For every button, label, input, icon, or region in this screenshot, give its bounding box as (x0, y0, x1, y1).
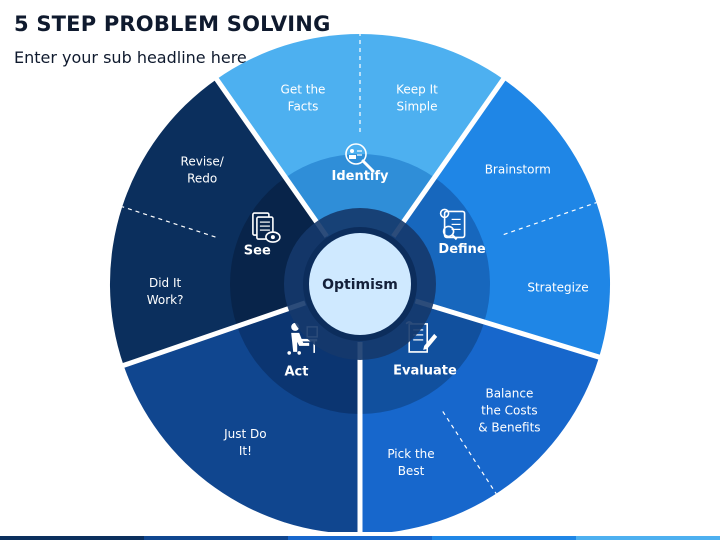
dashed-separator (442, 411, 497, 494)
footer-bar (0, 536, 720, 540)
step-label-identify: Identify (331, 169, 389, 184)
step-label-act: Act (285, 364, 309, 379)
step-label-evaluate: Evaluate (393, 363, 457, 378)
segment-divider (213, 76, 329, 238)
documents-eye-icon (252, 212, 281, 243)
center-label: Optimism (322, 277, 398, 293)
dashed-separator (122, 206, 216, 238)
step-label-define: Define (438, 242, 485, 257)
step-label-see: See (244, 244, 271, 259)
scroll-document-icon (439, 208, 466, 241)
segment-divider (414, 298, 602, 361)
segment-divider (391, 76, 507, 238)
outer-text-define-1: Brainstorm (485, 162, 551, 176)
dashed-separator (503, 202, 597, 236)
page-subtitle: Enter your sub headline here (14, 48, 247, 67)
segment-divider (120, 300, 306, 369)
outer-text-define-2: Strategize (527, 281, 588, 295)
outer-text-see-1: Revise/Redo (181, 154, 225, 185)
magnifier-document-icon (345, 143, 375, 173)
page-title: 5 STEP PROBLEM SOLVING (14, 12, 331, 36)
center-circle (309, 233, 411, 335)
